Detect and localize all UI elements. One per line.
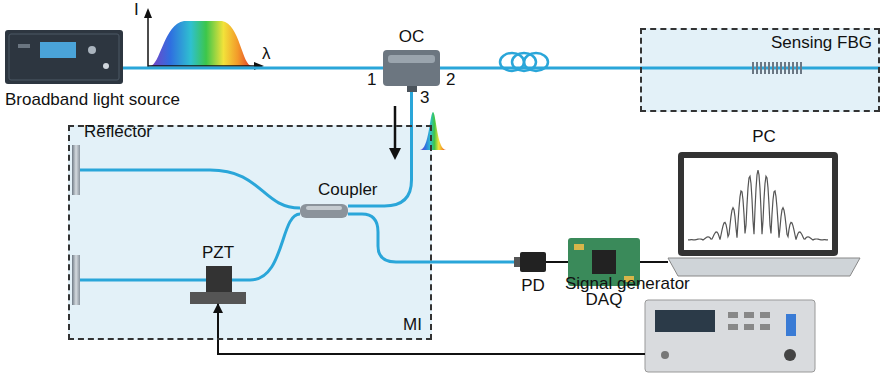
indicator <box>786 314 796 336</box>
node-label: Sensing FBG <box>771 33 872 53</box>
button <box>760 312 770 318</box>
signal-cable <box>546 261 568 263</box>
node-label: Coupler <box>318 180 378 200</box>
node-label: Broadband light source <box>5 90 180 110</box>
node-label: DAQ <box>586 290 623 310</box>
axis-head <box>144 8 152 18</box>
coupler-body <box>300 204 348 218</box>
output-jack <box>784 349 796 361</box>
circulator-highlight <box>388 55 435 63</box>
knob <box>103 63 109 69</box>
signal-cable <box>640 261 668 263</box>
power-switch <box>661 351 669 359</box>
knob <box>88 46 96 54</box>
fiber-arm <box>80 170 300 208</box>
coupler-highlight <box>306 206 342 210</box>
button <box>744 324 754 330</box>
broadband-spectrum <box>150 21 252 66</box>
axis-label: I <box>134 0 139 20</box>
optical-circulator: OC <box>383 50 440 86</box>
signal-generator-housing <box>645 300 815 372</box>
circulator-port <box>407 86 417 92</box>
port-number: 1 <box>367 70 376 90</box>
laptop-screen <box>678 152 838 256</box>
photodetector-port <box>514 257 520 267</box>
light-direction-arrow <box>394 106 397 150</box>
photodetector <box>520 252 546 272</box>
axis-label: λ <box>262 44 271 64</box>
fiber-grating <box>750 62 802 74</box>
arrow-head <box>389 148 401 160</box>
generator-display <box>655 310 715 332</box>
light-source-panel <box>9 34 119 80</box>
fiber-arm <box>80 214 300 280</box>
signal-generator: Signal generator <box>645 300 815 372</box>
button <box>728 312 738 318</box>
part-label: Reflector <box>84 122 152 142</box>
sensing-fbg-region: Sensing FBG <box>640 28 880 112</box>
optical-fiber <box>440 67 640 70</box>
pzt-actuator: PZT <box>190 266 246 304</box>
fbg-region-fill <box>640 28 880 112</box>
button <box>744 312 754 318</box>
reflected-spectrum <box>420 112 446 150</box>
node-label: PZT <box>202 243 234 263</box>
pzt-base <box>190 292 246 304</box>
circulator-body <box>383 50 440 86</box>
reflector-mirror <box>72 255 80 305</box>
port-number: 3 <box>420 88 429 108</box>
light-source: Broadband light source <box>5 30 123 84</box>
daq-chip <box>592 250 616 274</box>
node-label: PD <box>521 276 545 296</box>
michelson-interferometer: MI CouplerPZT <box>68 125 432 340</box>
button <box>760 324 770 330</box>
node-label: PC <box>752 127 776 147</box>
switch <box>18 44 30 48</box>
computer: PC <box>668 150 860 278</box>
light-source-housing <box>5 30 123 84</box>
daq-part <box>574 244 584 250</box>
laptop-base <box>668 258 860 276</box>
laptop-display <box>684 158 832 250</box>
reflector-mirror <box>72 145 80 195</box>
light-source-display <box>40 42 76 58</box>
intensity-axis <box>147 16 149 68</box>
interferogram-plot <box>688 170 828 240</box>
node-label: Signal generator <box>565 274 690 294</box>
node-label: OC <box>399 27 425 47</box>
port-number: 2 <box>446 70 455 90</box>
optical-fiber <box>123 67 383 70</box>
pzt-stack <box>206 266 232 292</box>
fiber-coupler: Coupler <box>300 204 348 218</box>
button <box>728 324 738 330</box>
node-label: MI <box>403 315 422 335</box>
photodetector: PD <box>520 252 546 272</box>
